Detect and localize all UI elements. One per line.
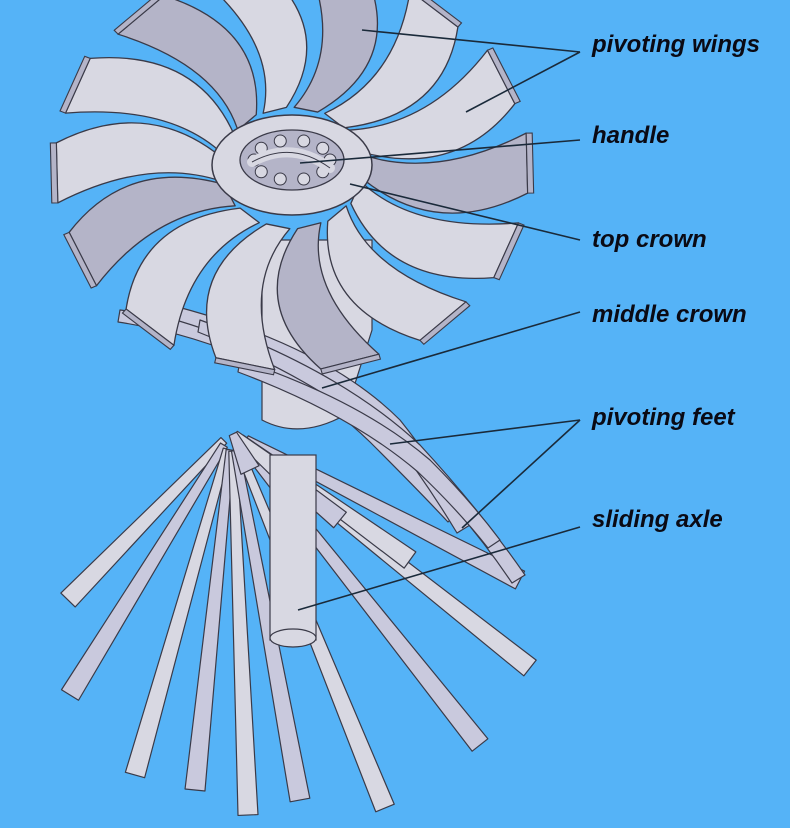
wing bbox=[222, 0, 308, 114]
wing-tip bbox=[421, 0, 463, 28]
handle-outline bbox=[251, 151, 331, 169]
leader-feet-2 bbox=[461, 419, 581, 529]
foot bbox=[184, 448, 235, 792]
label-sliding-axle: sliding axle bbox=[592, 506, 723, 533]
wing-tip bbox=[59, 55, 91, 114]
leader-lines bbox=[297, 29, 581, 611]
top-crown bbox=[211, 114, 373, 216]
label-middle-crown: middle crown bbox=[592, 301, 747, 328]
sliding-axle bbox=[269, 454, 317, 648]
wing-tip bbox=[49, 142, 59, 204]
crown-hole bbox=[297, 134, 311, 148]
leader-feet-1 bbox=[389, 419, 581, 445]
foot bbox=[60, 437, 228, 608]
axle-shaft bbox=[269, 454, 317, 641]
leader-middle-crown bbox=[321, 311, 581, 389]
wing-tip bbox=[121, 308, 175, 351]
crown-hole bbox=[254, 165, 268, 179]
crown-hole bbox=[273, 134, 287, 148]
foot bbox=[228, 431, 260, 475]
wing-tip bbox=[320, 353, 382, 375]
leader-wings-2 bbox=[465, 51, 581, 113]
wing-tip bbox=[486, 47, 521, 105]
label-top-crown: top crown bbox=[592, 226, 707, 253]
wing-tip bbox=[525, 132, 535, 194]
wing-tip bbox=[493, 222, 525, 281]
crown-hole bbox=[316, 141, 330, 155]
crown-hole bbox=[297, 172, 311, 186]
label-pivoting-feet: pivoting feet bbox=[592, 404, 735, 431]
wing bbox=[293, 0, 379, 113]
wing-tip bbox=[113, 0, 160, 35]
leader-wings-1 bbox=[361, 29, 581, 53]
crown-hole bbox=[273, 172, 287, 186]
leader-top-crown bbox=[349, 183, 581, 241]
foot bbox=[60, 442, 228, 701]
label-pivoting-wings: pivoting wings bbox=[592, 31, 760, 58]
axle-end bbox=[269, 628, 317, 648]
curved-foot bbox=[237, 359, 501, 549]
wing-tip bbox=[63, 231, 98, 289]
label-handle: handle bbox=[592, 122, 670, 149]
leader-handle bbox=[299, 139, 581, 164]
leader-axle bbox=[297, 526, 581, 611]
wing-tip bbox=[214, 357, 276, 376]
foot bbox=[124, 447, 232, 779]
wing-tip bbox=[419, 301, 471, 346]
pivoting-wings bbox=[49, 0, 535, 376]
